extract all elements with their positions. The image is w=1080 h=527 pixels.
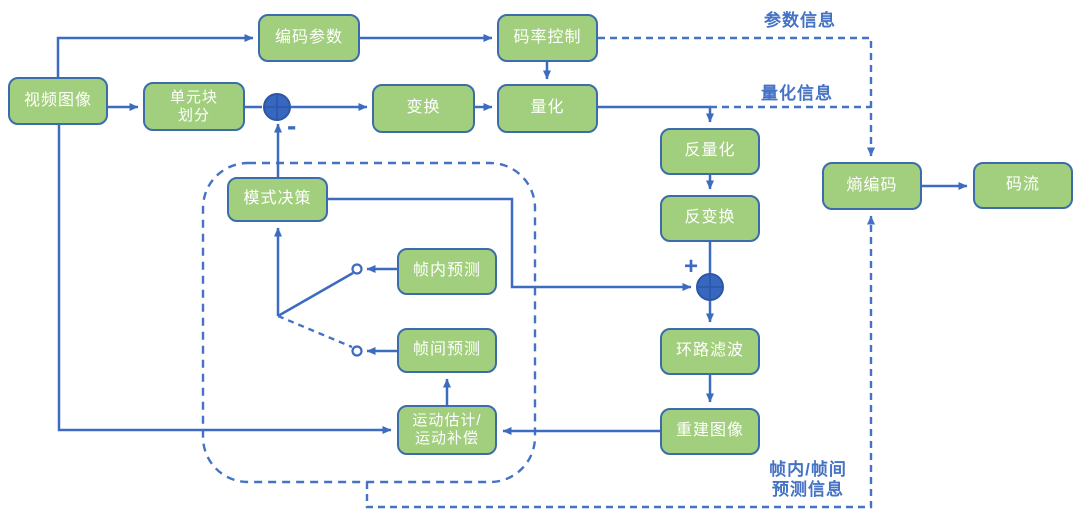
node-inverse-transform: 反变换	[660, 195, 760, 242]
node-rate-control: 码率控制	[497, 14, 598, 62]
node-dequantization-label: 反量化	[684, 142, 736, 160]
switch-arm-inter	[277, 314, 353, 349]
label-quant-info: 量化信息	[761, 84, 833, 103]
dashed-connectors	[277, 36, 875, 509]
node-quantization: 量化	[497, 84, 598, 133]
solid-connectors	[56, 34, 968, 435]
line-video-to-coding-params	[56, 34, 254, 77]
node-intra-prediction: 帧内预测	[397, 248, 497, 295]
node-coding-params: 编码参数	[258, 14, 360, 62]
node-dequantization: 反量化	[660, 128, 760, 175]
node-motion-estimation-compensation: 运动估计/ 运动补偿	[397, 405, 497, 455]
prediction-group-outline	[201, 161, 537, 484]
switch-arm-intra	[277, 271, 354, 318]
node-entropy-coding: 熵编码	[822, 162, 922, 210]
adder-junction	[696, 273, 724, 301]
node-coding-params-label: 编码参数	[274, 28, 343, 46]
node-motion-label: 运动估计/ 运动补偿	[412, 412, 482, 447]
switch-contact-intra	[351, 263, 363, 275]
node-transform: 变换	[372, 84, 475, 133]
node-reconstructed-image-label: 重建图像	[675, 422, 744, 440]
node-intra-prediction-label: 帧内预测	[412, 262, 481, 280]
node-bitstream: 码流	[973, 162, 1073, 209]
node-inter-prediction: 帧间预测	[397, 328, 497, 373]
label-param-info: 参数信息	[764, 11, 836, 30]
node-bitstream-label: 码流	[1005, 176, 1040, 194]
subtractor-junction	[263, 93, 291, 121]
switch-contact-inter	[351, 345, 363, 357]
node-unit-partition-label: 单元块 划分	[169, 88, 218, 124]
node-quantization-label: 量化	[530, 99, 565, 117]
node-loop-filter: 环路滤波	[660, 328, 760, 375]
node-mode-decision: 模式决策	[227, 177, 328, 222]
line-video-to-motion	[57, 125, 392, 434]
node-transform-label: 变换	[406, 99, 441, 117]
node-inverse-transform-label: 反变换	[684, 209, 736, 227]
node-unit-partition: 单元块 划分	[143, 82, 245, 131]
node-loop-filter-label: 环路滤波	[675, 342, 744, 360]
node-rate-control-label: 码率控制	[513, 28, 582, 46]
node-reconstructed-image: 重建图像	[660, 408, 760, 455]
line-pred-info-to-entropy	[365, 215, 875, 509]
node-entropy-coding-label: 熵编码	[846, 176, 898, 194]
adder-plus-sign: +	[684, 253, 699, 280]
node-video-image-label: 视频图像	[23, 91, 92, 109]
line-mode-decision-to-adder	[328, 197, 692, 291]
node-mode-decision-label: 模式决策	[243, 190, 312, 208]
subtractor-minus-sign: -	[287, 110, 297, 141]
node-video-image: 视频图像	[8, 77, 108, 125]
line-quantization-to-dequantization	[598, 105, 714, 123]
line-param-info-to-entropy	[598, 36, 875, 157]
label-pred-info: 帧内/帧间 预测信息	[769, 460, 847, 499]
node-inter-prediction-label: 帧间预测	[412, 341, 481, 359]
